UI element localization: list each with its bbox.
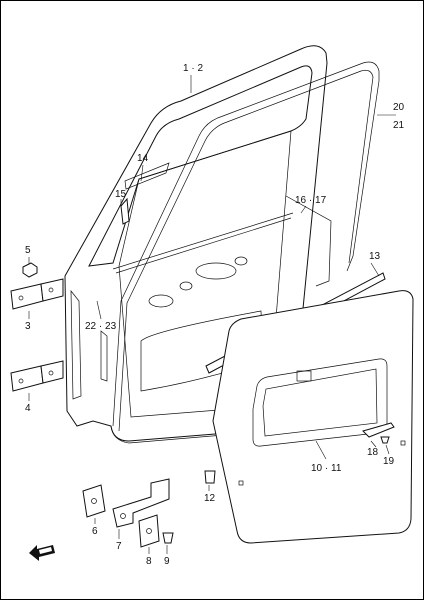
label-door-shell: 1 · 2 xyxy=(183,63,203,74)
label-glass-run: 14 xyxy=(137,153,149,164)
screw-9 xyxy=(162,532,174,544)
door-weatherstrip xyxy=(110,61,380,444)
bracket-6 xyxy=(82,484,106,518)
upper-hinge xyxy=(10,278,64,310)
label-weatherstrip-alt: 21 xyxy=(393,120,405,131)
label-trim-panel: 16 · 17 xyxy=(295,195,327,206)
label-clip-15: 15 xyxy=(115,189,127,200)
label-bracket-6: 6 xyxy=(92,526,98,537)
door-outer-panel xyxy=(212,290,414,544)
bracket-7 xyxy=(112,478,170,528)
bolt-5 xyxy=(22,262,38,278)
bracket-8 xyxy=(138,514,160,548)
label-lower-hinge: 4 xyxy=(25,403,31,414)
lower-hinge xyxy=(10,360,64,392)
label-screw-19: 19 xyxy=(383,456,395,467)
label-seal-22-23: 22 · 23 xyxy=(85,321,117,332)
label-door-panel: 10 · 11 xyxy=(311,463,342,474)
label-clip-12: 12 xyxy=(204,493,216,504)
label-bracket-8: 8 xyxy=(146,556,152,567)
glass-run-channel xyxy=(120,162,170,225)
label-screw-9: 9 xyxy=(164,556,170,567)
front-direction-arrow-icon xyxy=(29,545,55,561)
label-bracket-7: 7 xyxy=(116,541,122,552)
clip-12 xyxy=(204,470,216,484)
label-upper-hinge: 3 xyxy=(25,321,31,332)
screw-19 xyxy=(380,436,390,444)
label-molding: 13 xyxy=(369,251,381,262)
label-pull-handle: 18 xyxy=(367,447,379,458)
label-weatherstrip: 20 xyxy=(393,102,405,113)
label-bolt-5: 5 xyxy=(25,245,31,256)
leader-lines xyxy=(28,75,396,554)
door-trim-panel xyxy=(285,195,332,287)
pull-handle xyxy=(362,422,395,438)
